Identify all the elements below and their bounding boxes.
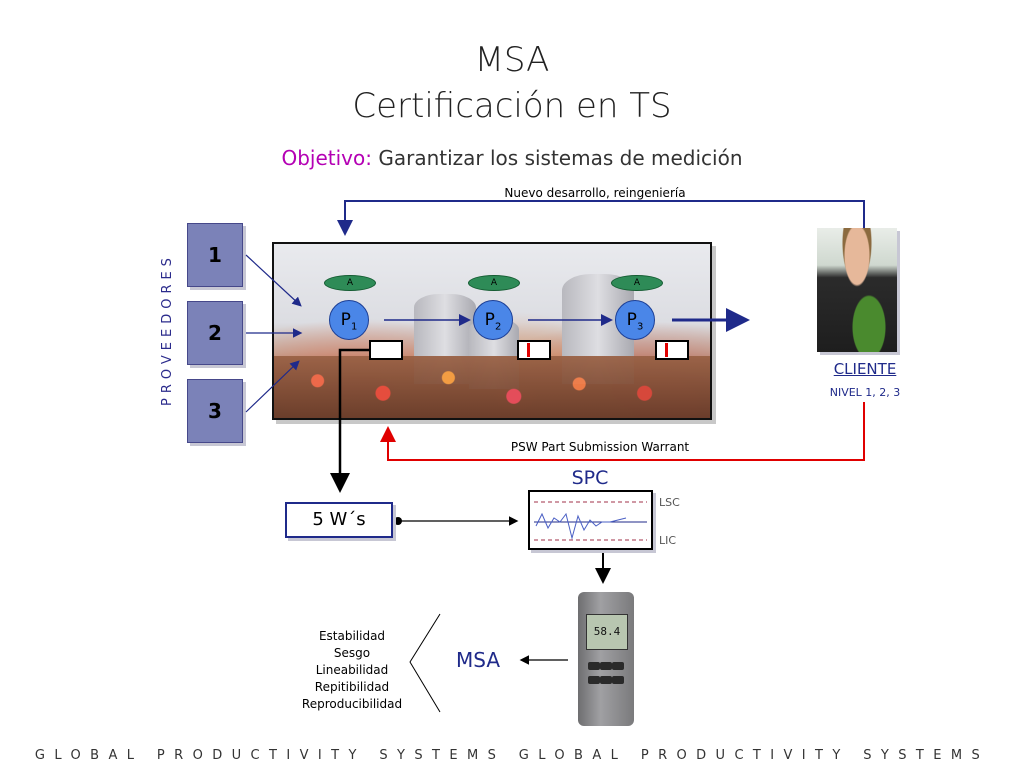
supplier-box-3: 3 <box>187 379 243 443</box>
meter-button <box>612 662 624 670</box>
measurement-device: 58.4 <box>578 592 634 726</box>
criteria-item: Sesgo <box>333 646 371 660</box>
meter-button <box>600 676 612 684</box>
gauge-1 <box>369 340 403 360</box>
spc-control-chart <box>528 490 653 550</box>
activity-ellipse-2: A <box>468 275 520 291</box>
process-p1: P1 <box>329 300 369 340</box>
criteria-item: Estabilidad <box>318 629 386 643</box>
objective-line: Objetivo: Garantizar los sistemas de med… <box>0 146 1024 170</box>
client-label: CLIENTE <box>833 360 897 378</box>
five-ws-box: 5 W´s <box>285 502 393 538</box>
criteria-item: Repitibilidad <box>314 680 390 694</box>
meter-button <box>600 662 612 670</box>
activity-ellipse-3: A <box>611 275 663 291</box>
process-p2: P2 <box>473 300 513 340</box>
msa-label: MSA <box>456 648 501 672</box>
flower-field <box>274 356 710 418</box>
criteria-item: Lineabilidad <box>315 663 389 677</box>
criteria-item: Reproducibilidad <box>301 697 403 711</box>
meter-button <box>612 676 624 684</box>
spc-data-line <box>535 512 627 540</box>
client-level-label: NIVEL 1, 2, 3 <box>829 386 901 399</box>
psw-feedback-label: PSW Part Submission Warrant <box>510 440 690 454</box>
supplier1-arrow <box>245 254 302 307</box>
supplier-box-1: 1 <box>187 223 243 287</box>
gauge-2 <box>517 340 551 360</box>
gauge-3 <box>655 340 689 360</box>
supplier3-arrow <box>245 360 300 413</box>
client-photo <box>817 228 897 352</box>
psw-feedback-loop <box>380 402 865 461</box>
spc-chart-lines <box>534 501 647 541</box>
criteria-bracket <box>409 613 441 713</box>
activity-ellipse-1: A <box>324 275 376 291</box>
spc-title: SPC <box>571 467 609 489</box>
top-feedback-loop <box>337 200 865 236</box>
objective-label: Objetivo: <box>281 146 372 170</box>
spc-lic-label: LIC <box>659 534 677 547</box>
meter-button <box>588 676 600 684</box>
slide-subtitle: Certificación en TS <box>352 86 672 126</box>
supplier-box-2: 2 <box>187 301 243 365</box>
objective-text: Garantizar los sistemas de medición <box>378 146 743 170</box>
gauge-to-5ws-line <box>330 348 380 493</box>
spc-lsc-label: LSC <box>659 496 680 509</box>
meter-button <box>588 662 600 670</box>
footer-banner: GLOBAL PRODUCTIVITY SYSTEMS GLOBAL PRODU… <box>34 748 990 763</box>
process-p3: P3 <box>615 300 655 340</box>
top-feedback-label: Nuevo desarrollo, reingeniería <box>504 186 686 200</box>
slide-title: MSA <box>474 40 550 80</box>
meter-display: 58.4 <box>586 614 628 650</box>
